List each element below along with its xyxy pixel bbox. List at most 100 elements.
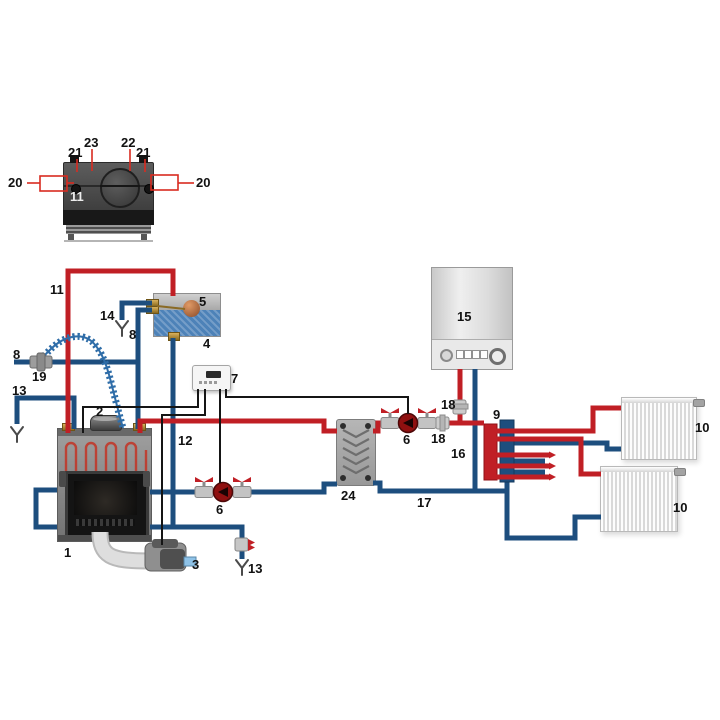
insert-lower-band <box>63 210 154 225</box>
hx-bolt <box>340 423 346 429</box>
boiler-dial <box>489 348 506 365</box>
radiator-1-valve <box>693 399 705 407</box>
tank-fitting-lower <box>146 306 159 314</box>
label-20-right: 20 <box>196 175 211 190</box>
tank-fitting-bottom <box>168 332 180 341</box>
hx-bolt <box>365 423 371 429</box>
fireplace-glass <box>74 481 137 515</box>
label-2: 2 <box>96 404 104 419</box>
primary-return-to-hx <box>150 481 337 495</box>
label-19: 19 <box>32 369 47 384</box>
union-fitting-18-horizontal <box>435 414 450 432</box>
door-hinge-left <box>59 471 66 487</box>
fireplace-port-fitting <box>62 423 75 431</box>
label-18-lower: 18 <box>431 431 446 446</box>
fireplace-door <box>65 471 149 539</box>
radiator-1 <box>621 397 697 460</box>
circulation-pump-secondary <box>397 412 419 434</box>
boiler-knob <box>440 349 453 362</box>
controller-display <box>206 371 221 378</box>
insert-fan-axle <box>100 185 140 187</box>
label-10-rad1: 10 <box>695 420 710 435</box>
label-22: 22 <box>121 135 136 150</box>
label-12: 12 <box>178 433 193 448</box>
boiler-control-panel <box>432 339 512 369</box>
insert-lug-right <box>139 155 148 163</box>
hx-bolt <box>365 475 371 481</box>
label-11-unit: 11 <box>70 189 84 204</box>
boiler-button <box>480 350 488 359</box>
secondary-return-17 <box>373 480 507 494</box>
circulation-pump-primary <box>212 481 234 503</box>
valve-icon <box>417 408 437 429</box>
valve-icon <box>380 408 400 429</box>
insert-bolt-right <box>144 184 154 194</box>
flue-blower <box>144 539 197 572</box>
label-21-right: 21 <box>136 145 151 160</box>
wire-pump-secondary <box>225 389 409 414</box>
label-4: 4 <box>203 336 211 351</box>
label-23: 23 <box>84 135 99 150</box>
insert-foot-left <box>68 234 74 240</box>
controller-button <box>204 381 207 384</box>
tundish-icon <box>10 426 24 443</box>
label-20-left: 20 <box>8 175 23 190</box>
fireplace-side-loop <box>33 487 57 530</box>
label-17: 17 <box>417 495 432 510</box>
drain-valve <box>234 537 255 552</box>
label-21-left: 21 <box>68 145 83 160</box>
label-8-left: 8 <box>13 347 21 362</box>
label-13-left: 13 <box>12 383 27 398</box>
label-1: 1 <box>64 545 72 560</box>
hx-chevrons <box>342 429 370 475</box>
radiator-2-return <box>504 480 601 541</box>
primary-supply-to-hx <box>137 418 337 434</box>
controller-unit <box>192 365 231 391</box>
label-24: 24 <box>341 488 356 503</box>
plate-heat-exchanger <box>336 419 376 486</box>
valve-icon <box>194 477 214 498</box>
secondary-supply <box>373 420 484 434</box>
controller-button <box>214 381 217 384</box>
fireplace-drain-pipe <box>150 524 245 559</box>
fireplace-with-water-jacket <box>57 428 152 542</box>
door-handle-right <box>143 471 150 487</box>
label-11-pipe: 11 <box>50 282 64 297</box>
hx-bolt <box>340 475 346 481</box>
label-3: 3 <box>192 557 200 572</box>
tank-feed-pipe-8 <box>135 307 152 429</box>
wire-blower <box>161 389 206 545</box>
controller-button <box>209 381 212 384</box>
float-valve-ball <box>183 300 200 317</box>
shutoff-valves <box>194 408 437 498</box>
insert-base-line <box>64 240 153 242</box>
label-14: 14 <box>100 308 115 323</box>
label-6-secondary: 6 <box>403 432 411 447</box>
label-9: 9 <box>493 407 501 422</box>
label-10-rad2: 10 <box>673 500 688 515</box>
tundish-icon <box>235 559 249 576</box>
tundish-icon <box>115 320 129 337</box>
gas-boiler <box>431 267 513 370</box>
insert-lug-left <box>70 155 79 163</box>
boiler-button <box>464 350 472 359</box>
boiler-button <box>456 350 464 359</box>
label-6-primary: 6 <box>216 502 224 517</box>
manifold-supply-bar <box>483 423 498 481</box>
manifold-return-bar <box>499 419 515 483</box>
radiator-2 <box>600 466 678 532</box>
label-18-upper: 18 <box>441 397 456 412</box>
radiator-top-cap <box>601 467 677 472</box>
label-16: 16 <box>451 446 466 461</box>
controller-button <box>199 381 202 384</box>
fireplace-base <box>58 535 151 541</box>
fireplace-port-fitting <box>133 423 146 431</box>
label-15: 15 <box>457 309 472 324</box>
radiator-1-return <box>514 440 621 452</box>
flue-collar <box>90 415 122 431</box>
insert-fan-housing <box>100 168 140 208</box>
insert-base-grille <box>66 225 151 234</box>
water-jacket-coil <box>64 441 148 474</box>
